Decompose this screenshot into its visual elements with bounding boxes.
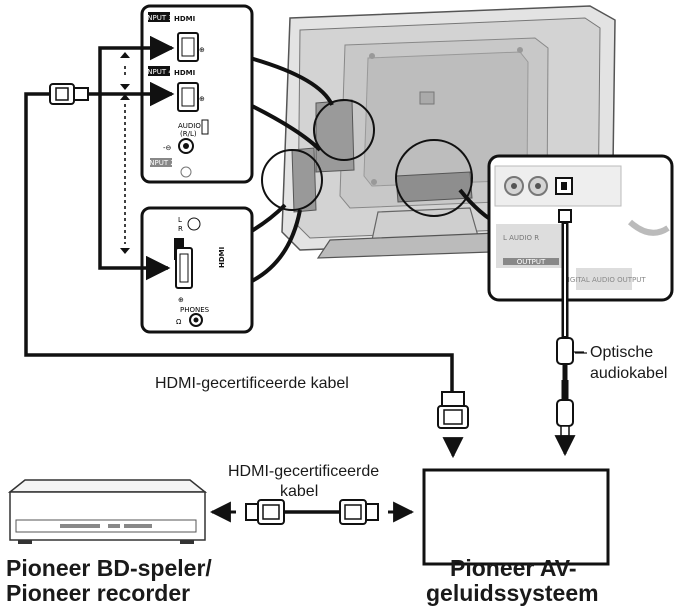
plus-icon: ⊕: [178, 296, 184, 304]
hdmi-cable-long-label: HDMI-gecertificeerde kabel: [155, 375, 349, 392]
audio-label: AUDIO: [178, 122, 201, 130]
audio-rl-label: (R/L): [180, 130, 197, 138]
bd-player-label-line1: Pioneer BD-speler/: [6, 555, 212, 581]
hdmi-plug-left: [49, 83, 89, 105]
input2-tag: INPUT 2: [147, 159, 175, 167]
av-system-label-line2: geluidssysteem: [426, 580, 599, 606]
audio-in-icon: -⊖: [163, 144, 171, 152]
plus-icon: ⊕: [199, 95, 205, 103]
zoom-callouts: [248, 56, 501, 284]
inset-side-input: L R HDMI ⊕ PHONES Ω: [140, 206, 254, 334]
phones-label: PHONES: [180, 306, 210, 314]
hdmi-cable-route: [24, 35, 454, 392]
plus-icon: ⊕: [199, 46, 205, 54]
av-sound-system-box: [422, 468, 610, 566]
hdmi-cable-short-label-line2: kabel: [280, 483, 319, 500]
dotted-arrowheads: [120, 52, 130, 254]
hdmi-logo-2: HDMI: [174, 69, 195, 77]
input4-tag: INPUT 4: [145, 68, 173, 76]
optical-cable-label-line1: Optische: [590, 344, 654, 361]
hdmi-cable-short: [209, 499, 415, 525]
inset-optical-output: L AUDIO R OUTPUT DIGITAL AUDIO OUTPUT: [487, 154, 674, 302]
svg-text:R: R: [178, 225, 183, 233]
hdmi-logo-side: HDMI: [218, 247, 226, 268]
svg-text:L: L: [178, 216, 182, 224]
av-system-label-line1: Pioneer AV-: [450, 555, 577, 581]
audio-in-label: L AUDIO R: [503, 234, 539, 242]
bd-player-label-line2: Pioneer recorder: [6, 580, 191, 606]
hdmi-logo-1: HDMI: [174, 15, 195, 23]
hdmi-cable-short-label-line1: HDMI-gecertificeerde: [228, 463, 380, 480]
headphone-icon: Ω: [176, 318, 182, 326]
input3-tag: INPUT 3: [145, 14, 173, 22]
optical-cable: [554, 209, 584, 457]
optical-cable-label-line2: audiokabel: [590, 365, 668, 382]
hdmi-plug-av: [437, 391, 469, 459]
digital-audio-output-label: DIGITAL AUDIO OUTPUT: [562, 276, 646, 284]
output-label: OUTPUT: [517, 258, 546, 266]
bd-player-illustration: [7, 479, 208, 544]
